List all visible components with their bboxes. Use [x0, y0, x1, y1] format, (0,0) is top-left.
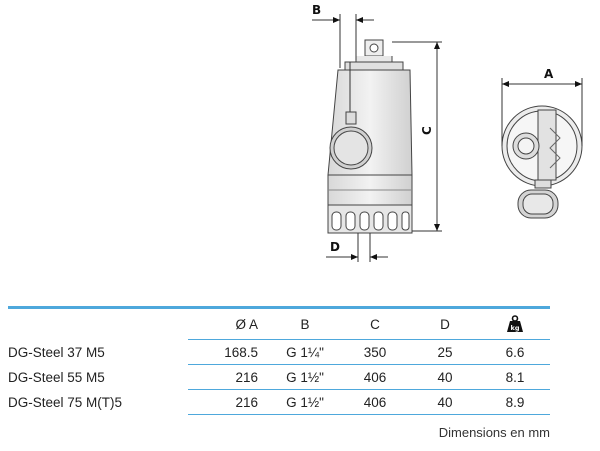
row-c: 406: [340, 389, 410, 415]
header-weight: kg: [480, 307, 550, 340]
dimension-b: [312, 14, 374, 68]
row-d: 40: [410, 364, 480, 390]
pump-side-view: [327, 39, 413, 234]
row-weight: 8.1: [480, 364, 550, 390]
row-model: DG-Steel 37 M5: [8, 344, 105, 360]
label-a: A: [544, 67, 554, 81]
label-c: C: [420, 126, 434, 135]
header-c: C: [340, 307, 410, 340]
row-c: 350: [340, 339, 410, 365]
row-a: 216: [188, 364, 270, 390]
weight-icon-text: kg: [511, 324, 520, 332]
row-weight: 6.6: [480, 339, 550, 365]
row-b: G 1½": [270, 389, 340, 415]
dimension-c: [392, 41, 442, 232]
header-d: D: [410, 307, 480, 340]
pump-top-view: [501, 105, 583, 219]
units-note: Dimensions en mm: [438, 425, 550, 440]
label-d: D: [330, 240, 340, 254]
row-d: 25: [410, 339, 480, 365]
table-row: DG-Steel 55 M5 216 G 1½" 406 40 8.1: [8, 364, 550, 390]
table-header-row: Ø A B C D kg: [8, 307, 550, 340]
dimension-d: [326, 233, 388, 262]
row-b: G 1¼": [270, 339, 340, 365]
table-row: DG-Steel 75 M(T)5 216 G 1½" 406 40 8.9: [8, 389, 550, 415]
table-row: DG-Steel 37 M5 168.5 G 1¼" 350 25 6.6: [8, 339, 550, 365]
row-d: 40: [410, 389, 480, 415]
weight-kg-icon: kg: [507, 315, 523, 332]
header-diameter-a: Ø A: [188, 307, 270, 340]
row-a: 168.5: [188, 339, 270, 365]
dimension-a: [501, 78, 583, 146]
pump-dimension-drawing: B C D A: [312, 3, 583, 262]
row-model: DG-Steel 55 M5: [8, 369, 105, 385]
row-model: DG-Steel 75 M(T)5: [8, 394, 123, 410]
label-b: B: [312, 3, 321, 17]
row-c: 406: [340, 364, 410, 390]
header-b: B: [270, 307, 340, 340]
row-a: 216: [188, 389, 270, 415]
dimensions-table: Ø A B C D kg DG-Steel 37 M5 168.5 G 1¼" …: [8, 306, 550, 415]
header-model: [8, 308, 188, 340]
row-b: G 1½": [270, 364, 340, 390]
row-weight: 8.9: [480, 389, 550, 415]
